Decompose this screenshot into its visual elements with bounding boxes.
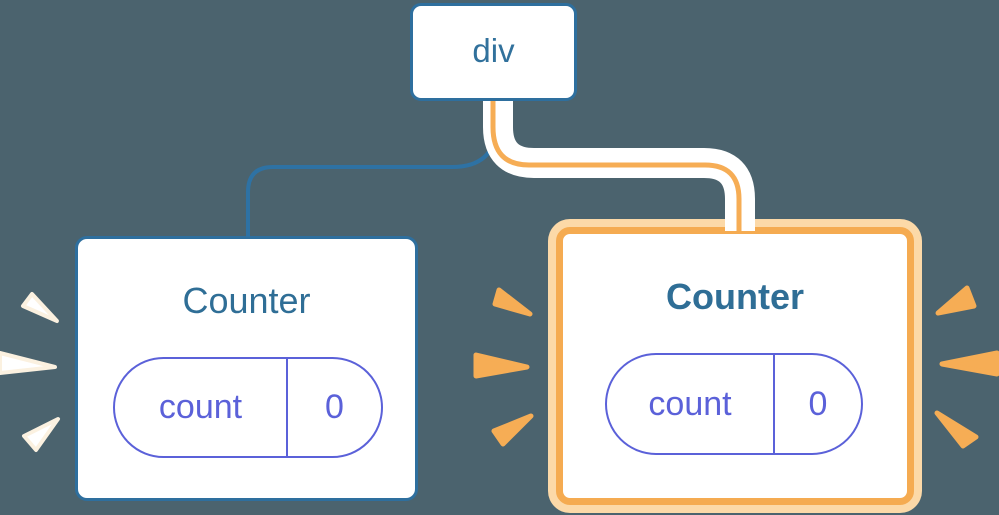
orange-burst-icon — [934, 285, 999, 449]
counter-title: Counter — [666, 276, 804, 317]
spark-icon — [939, 350, 999, 377]
state-key-label: count — [115, 359, 288, 456]
counter-card-left: Counter count 0 — [75, 236, 418, 501]
state-key-label: count — [607, 355, 775, 453]
spark-icon — [492, 287, 533, 317]
edge-blue-to-left-counter — [246, 101, 499, 237]
edge-highlight-casing — [483, 101, 755, 231]
counter-card-right-highlighted: Counter count 0 — [556, 227, 914, 505]
spark-icon — [935, 285, 977, 316]
state-value: 0 — [325, 388, 344, 426]
root-node-div: div — [410, 3, 577, 101]
white-burst-icon — [0, 292, 60, 452]
spark-icon — [473, 352, 530, 379]
counter-title: Counter — [182, 280, 311, 321]
edge-orange-to-right-counter — [490, 101, 742, 231]
state-pill: count 0 — [605, 353, 863, 455]
spark-icon — [0, 351, 57, 375]
orange-burst-icon — [473, 287, 534, 447]
spark-icon — [491, 413, 534, 447]
state-value: 0 — [808, 384, 828, 423]
spark-icon — [934, 410, 979, 449]
state-pill: count 0 — [113, 357, 383, 458]
spark-icon — [22, 417, 60, 452]
spark-icon — [21, 292, 59, 323]
root-node-label: div — [472, 32, 515, 69]
